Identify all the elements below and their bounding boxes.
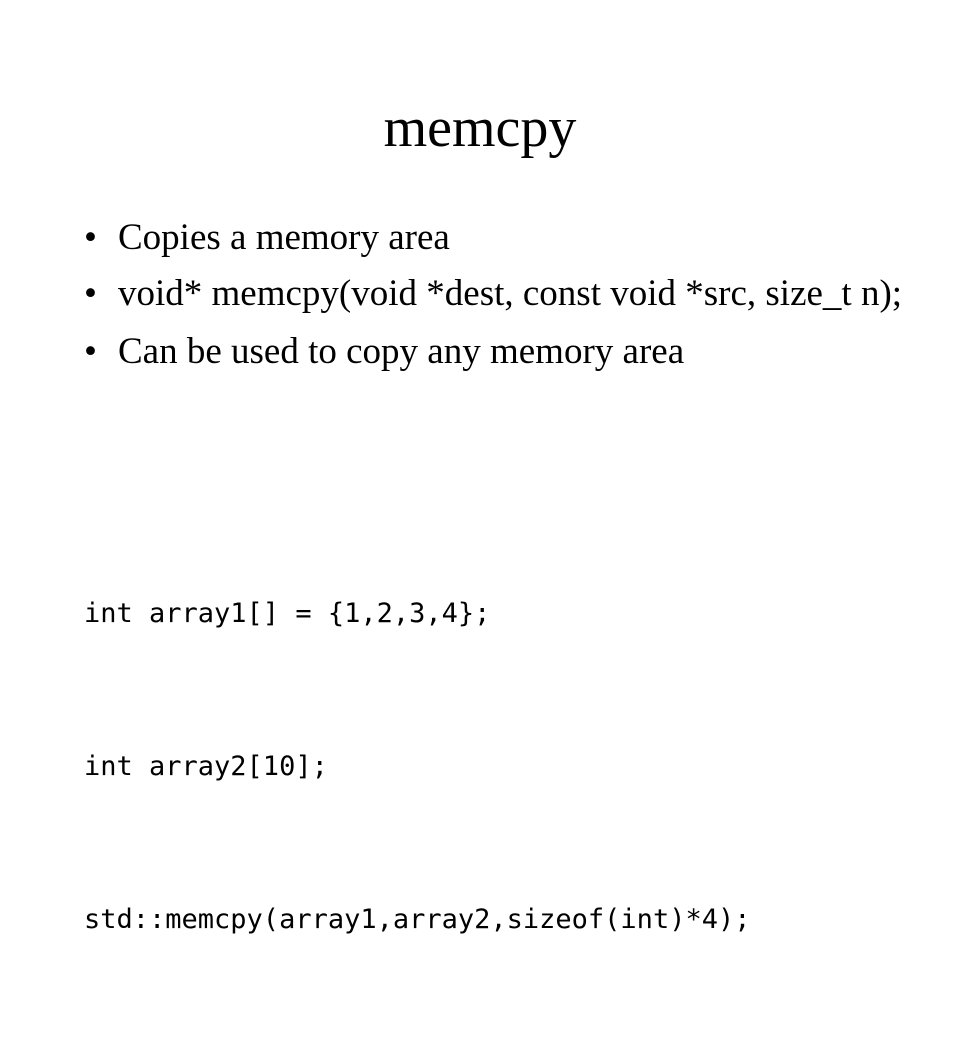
bullet-icon: •: [84, 217, 97, 258]
bullet-icon: •: [84, 331, 97, 372]
bullet-item: • Copies a memory area: [84, 216, 904, 260]
code-line: int array2[10];: [84, 751, 328, 782]
bullet-text: Copies a memory area: [118, 217, 450, 258]
bullet-item: • Can be used to copy any memory area: [84, 330, 904, 374]
bullet-item: • void* memcpy(void *dest, const void *s…: [84, 272, 904, 316]
code-line: std::memcpy(array1,array2,sizeof(int)*4)…: [84, 904, 751, 935]
bullet-text: void* memcpy(void *dest, const void *src…: [118, 273, 903, 314]
code-block: int array1[] = {1,2,3,4}; int array2[10]…: [84, 486, 924, 1047]
slide-title: memcpy: [383, 97, 577, 159]
bullet-text: Can be used to copy any memory area: [118, 331, 685, 372]
bullet-icon: •: [84, 273, 97, 314]
bullet-list: • Copies a memory area • void* memcpy(vo…: [84, 216, 904, 386]
slide: memcpy • Copies a memory area • void* me…: [84, 97, 904, 935]
code-line: int array1[] = {1,2,3,4};: [84, 598, 491, 629]
